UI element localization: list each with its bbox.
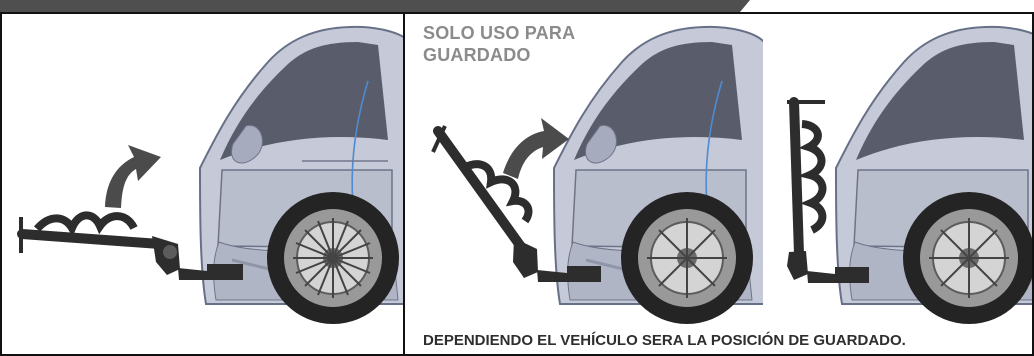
rear-wheel <box>267 192 399 324</box>
step-panel-2-3: SOLO USO PARA GUARDADO DEPENDIENDO EL VE… <box>405 12 1034 356</box>
bike-rack-tilted <box>431 125 601 282</box>
vehicle-dependent-storage-note: DEPENDIENDO EL VEHÍCULO SERA LA POSICIÓN… <box>423 332 906 349</box>
storage-positions-illustration <box>431 14 1032 354</box>
panel-gap <box>763 14 769 354</box>
rotate-up-arrow <box>105 145 161 208</box>
rotate-tilt-arrow <box>503 118 569 179</box>
step-panel-1 <box>0 12 405 356</box>
rack-horizontal-illustration <box>17 25 403 324</box>
rear-wheel-middle <box>621 192 753 324</box>
storage-only-note: SOLO USO PARA GUARDADO <box>423 23 576 65</box>
rear-wheel-right <box>903 192 1032 324</box>
bike-rack-vertical <box>787 97 869 283</box>
bike-rack-horizontal <box>17 211 243 280</box>
top-header-bar <box>0 0 750 12</box>
